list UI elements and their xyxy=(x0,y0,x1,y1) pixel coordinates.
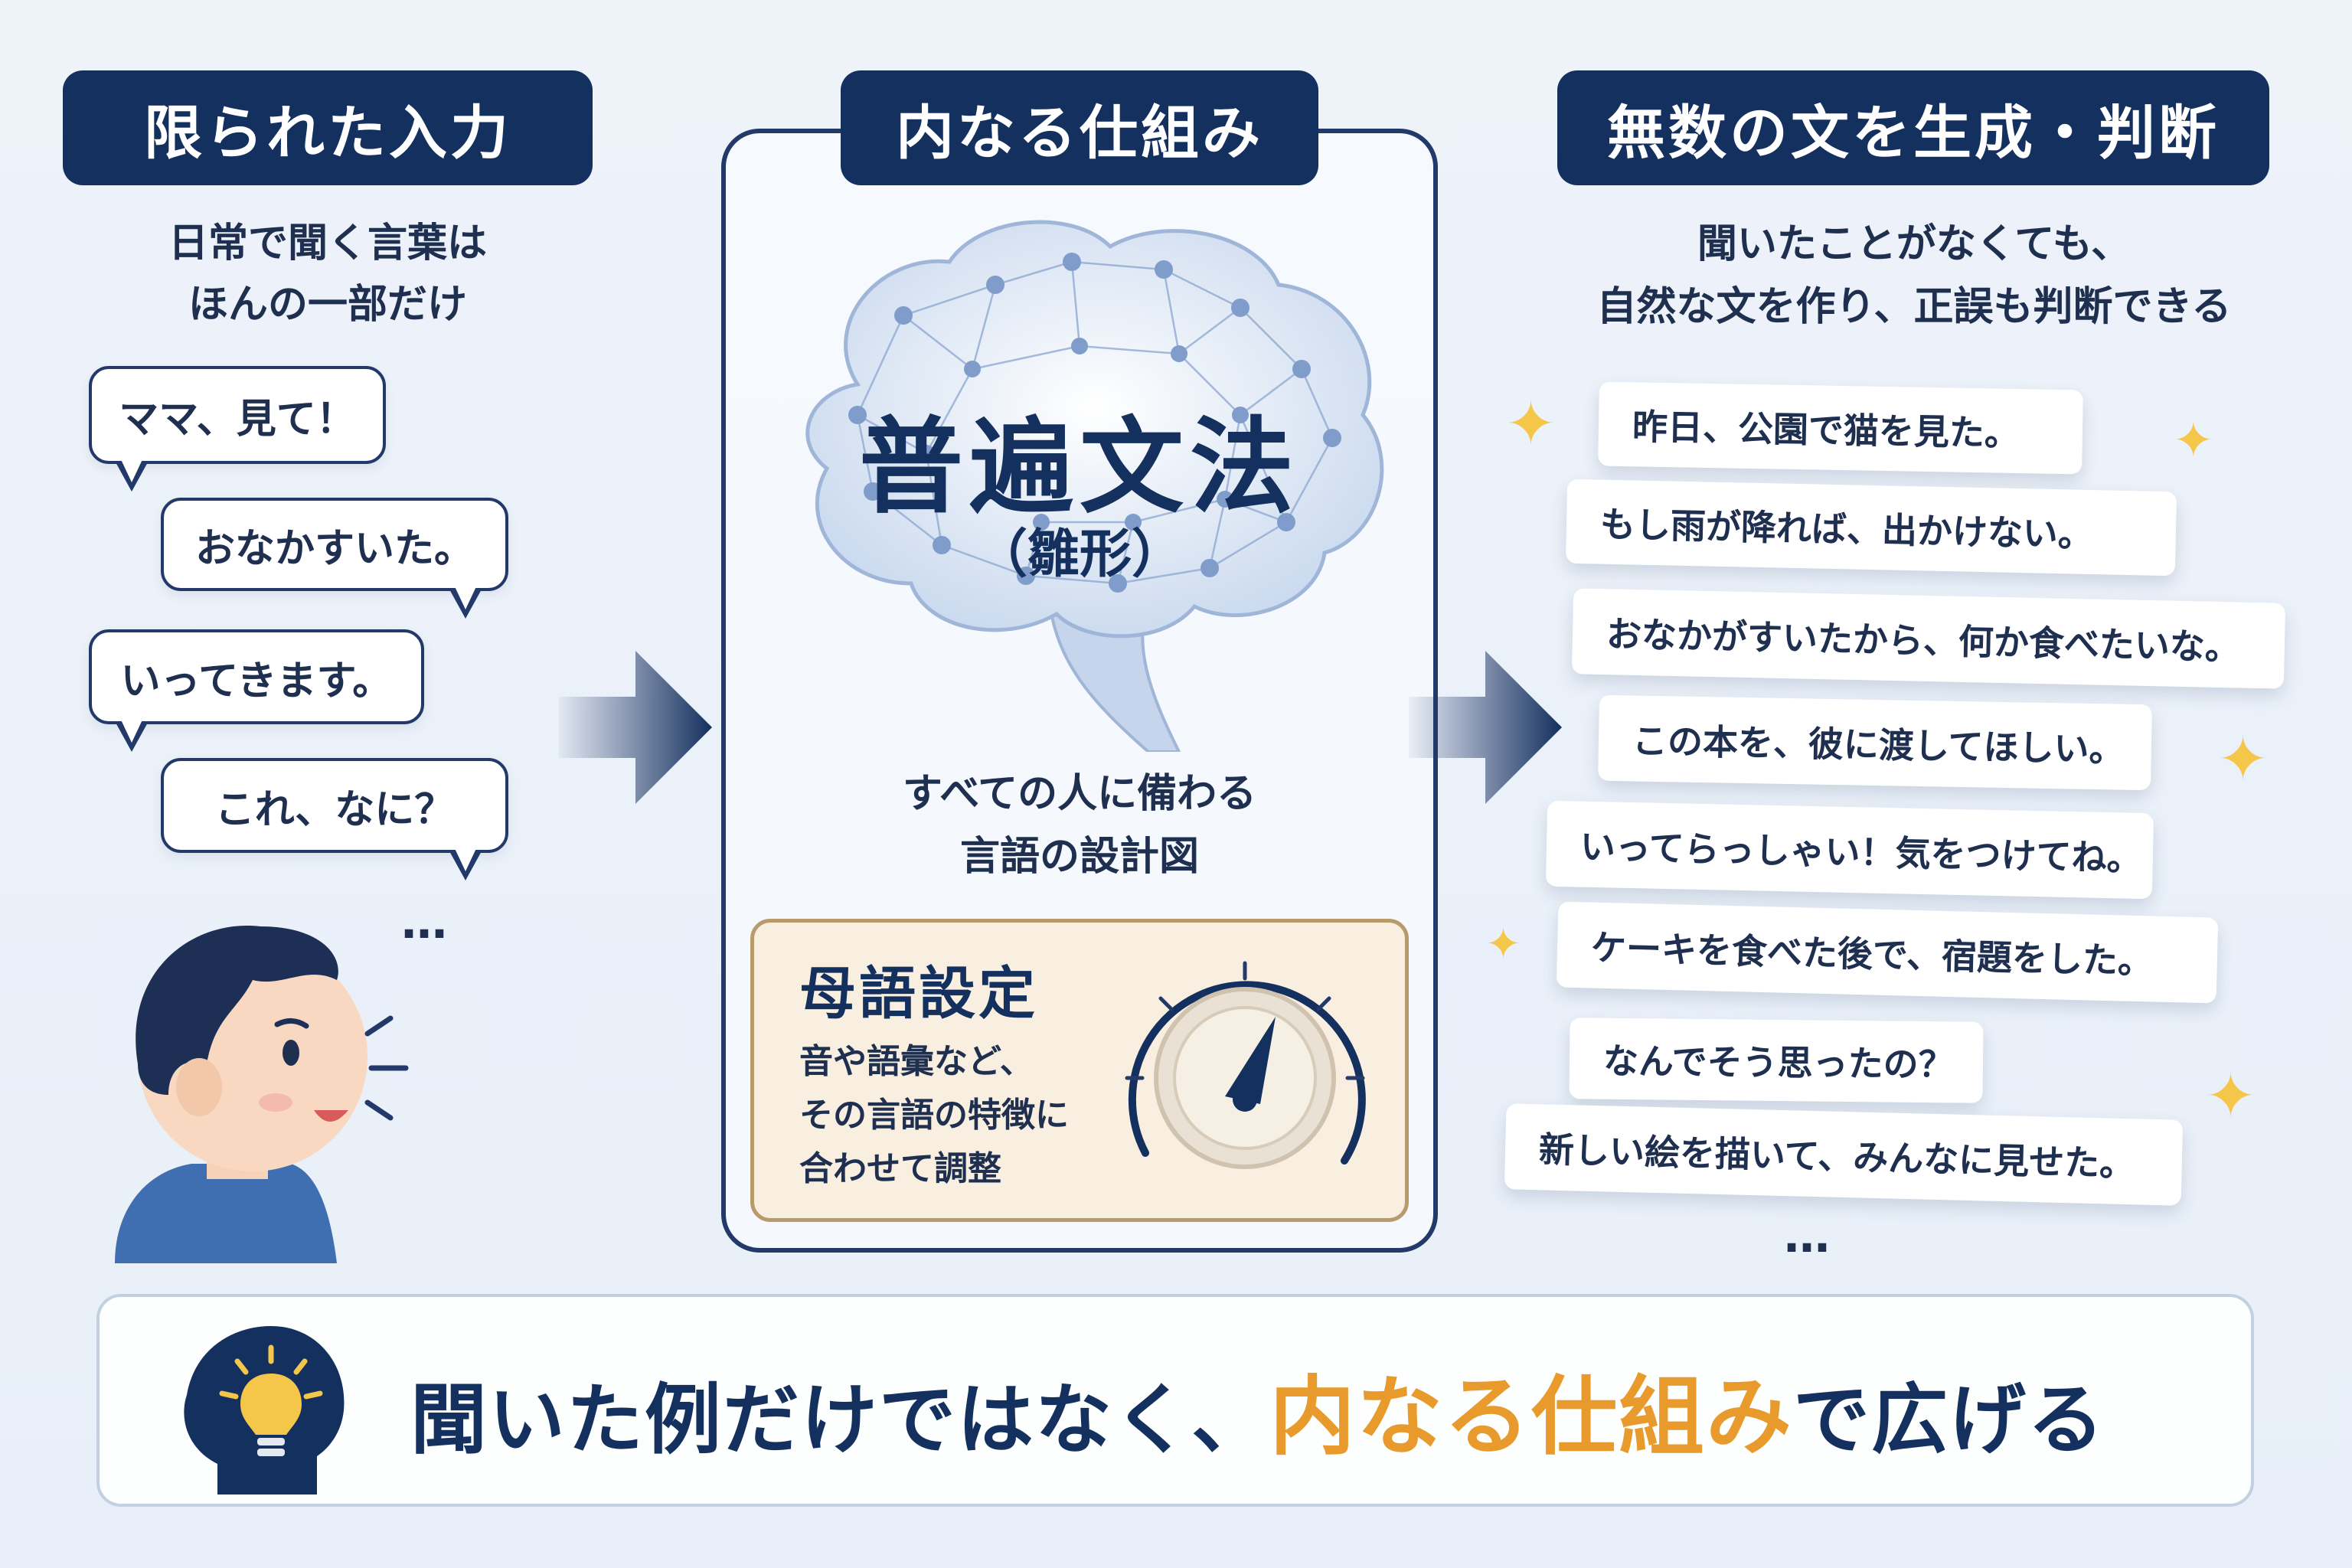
bubble-tail xyxy=(115,456,149,492)
setting-description: 音や語彙など、 その言語の特徴に 合わせて調整 xyxy=(799,1035,1069,1196)
bubble-tail xyxy=(449,845,482,880)
setting-line1: 音や語彙など、 xyxy=(799,1042,1034,1081)
speech-bubble-text: これ、なに？ xyxy=(214,786,455,833)
speech-bubble-text: おなかすいた。 xyxy=(194,525,474,572)
sentence-card-5: いってらっしゃい！気をつけてね。 xyxy=(1545,800,2154,900)
speech-bubble-4: これ、なに？ xyxy=(161,758,508,880)
summary-text: 聞いた例だけではなく、内なる仕組みで広げる xyxy=(410,1348,2105,1472)
sentence-text: もし雨が降れば、出かけない。 xyxy=(1599,503,2094,556)
right-subtitle-line2: 自然な文を作り、正誤も判断できる xyxy=(1596,284,2232,330)
center-title: 内なる仕組み xyxy=(841,70,1318,185)
sparkle-icon: ✦ xyxy=(2173,413,2214,469)
summary-text-after: で広げる xyxy=(1793,1375,2105,1465)
sentence-text: この本を、彼に渡してほしい。 xyxy=(1632,720,2125,770)
left-title: 限られた入力 xyxy=(63,70,593,185)
sentence-text: 新しい絵を描いて、みんなに見せた。 xyxy=(1538,1129,2135,1185)
left-subtitle-line1: 日常で聞く言葉は xyxy=(168,220,487,266)
left-ellipsis: … xyxy=(401,896,452,949)
right-ellipsis: … xyxy=(1784,1210,1834,1263)
center-title-text: 内なる仕組み xyxy=(896,99,1263,167)
brain-sub-label: （雛形） xyxy=(975,524,1184,585)
speech-bubble-text: ママ、見て！ xyxy=(119,396,356,443)
lightbulb-head-icon xyxy=(184,1326,345,1494)
setting-line3: 合わせて調整 xyxy=(799,1149,1001,1188)
setting-title: 母語設定 xyxy=(799,961,1038,1027)
left-subtitle: 日常で聞く言葉は ほんの一部だけ xyxy=(63,213,593,335)
dial-icon[interactable] xyxy=(1115,946,1390,1199)
right-subtitle-line1: 聞いたことがなくても、 xyxy=(1697,221,2132,267)
speech-bubble-text: いってきます。 xyxy=(120,658,393,704)
speech-bubble-2: おなかすいた。 xyxy=(161,498,508,619)
brain-main-label: 普遍文法 xyxy=(859,407,1300,528)
speech-bubble-1: ママ、見て！ xyxy=(89,366,386,492)
right-title: 無数の文を生成・判断 xyxy=(1557,70,2269,185)
left-title-text: 限られた入力 xyxy=(144,99,511,167)
sentence-card-2: もし雨が降れば、出かけない。 xyxy=(1565,479,2177,577)
arrow-right-icon xyxy=(1409,651,1562,804)
speech-bubble-3: いってきます。 xyxy=(89,629,424,752)
arrow-right-icon xyxy=(559,651,712,804)
center-caption: すべての人に備わる 言語の設計図 xyxy=(750,763,1409,888)
sentence-card-1: 昨日、公園で猫を見た。 xyxy=(1598,381,2083,475)
sentence-text: 昨日、公園で猫を見た。 xyxy=(1632,406,2020,455)
sentence-card-3: おなかがすいたから、何か食べたいな。 xyxy=(1571,588,2286,689)
summary-text-before: 聞いた例だけではなく、 xyxy=(410,1375,1269,1465)
summary-text-highlight: 内なる仕組み xyxy=(1269,1367,1793,1467)
sentence-card-4: この本を、彼に渡してほしい。 xyxy=(1598,694,2152,791)
sentence-text: なんでそう思ったの？ xyxy=(1602,1040,1954,1086)
sentence-text: いってらっしゃい！気をつけてね。 xyxy=(1579,825,2143,879)
sentence-card-6: ケーキを食べた後で、宿題をした。 xyxy=(1556,901,2219,1004)
child-icon xyxy=(115,926,409,1263)
sparkle-icon: ✦ xyxy=(2205,1060,2257,1132)
bubble-tail xyxy=(115,717,149,752)
bubble-tail xyxy=(449,583,482,619)
sparkle-icon: ✦ xyxy=(1505,388,1557,459)
left-subtitle-line2: ほんの一部だけ xyxy=(188,282,467,328)
sentence-text: おなかがすいたから、何か食べたいな。 xyxy=(1606,613,2241,668)
sparkle-icon: ✦ xyxy=(2217,724,2269,795)
right-subtitle: 聞いたことがなくても、 自然な文を作り、正誤も判断できる xyxy=(1524,213,2305,338)
setting-line2: その言語の特徴に xyxy=(799,1096,1069,1135)
center-caption-line1: すべての人に備わる xyxy=(902,771,1257,817)
sentence-card-7: なんでそう思ったの？ xyxy=(1569,1018,1984,1103)
sparkle-icon: ✦ xyxy=(1485,920,1521,969)
sentence-card-8: 新しい絵を描いて、みんなに見せた。 xyxy=(1504,1103,2184,1206)
center-caption-line2: 言語の設計図 xyxy=(959,834,1199,880)
sentence-text: ケーキを食べた後で、宿題をした。 xyxy=(1590,926,2154,982)
summary-banner xyxy=(96,1294,2254,1507)
brain-network-icon xyxy=(805,220,1384,752)
right-title-text: 無数の文を生成・判断 xyxy=(1607,99,2220,167)
